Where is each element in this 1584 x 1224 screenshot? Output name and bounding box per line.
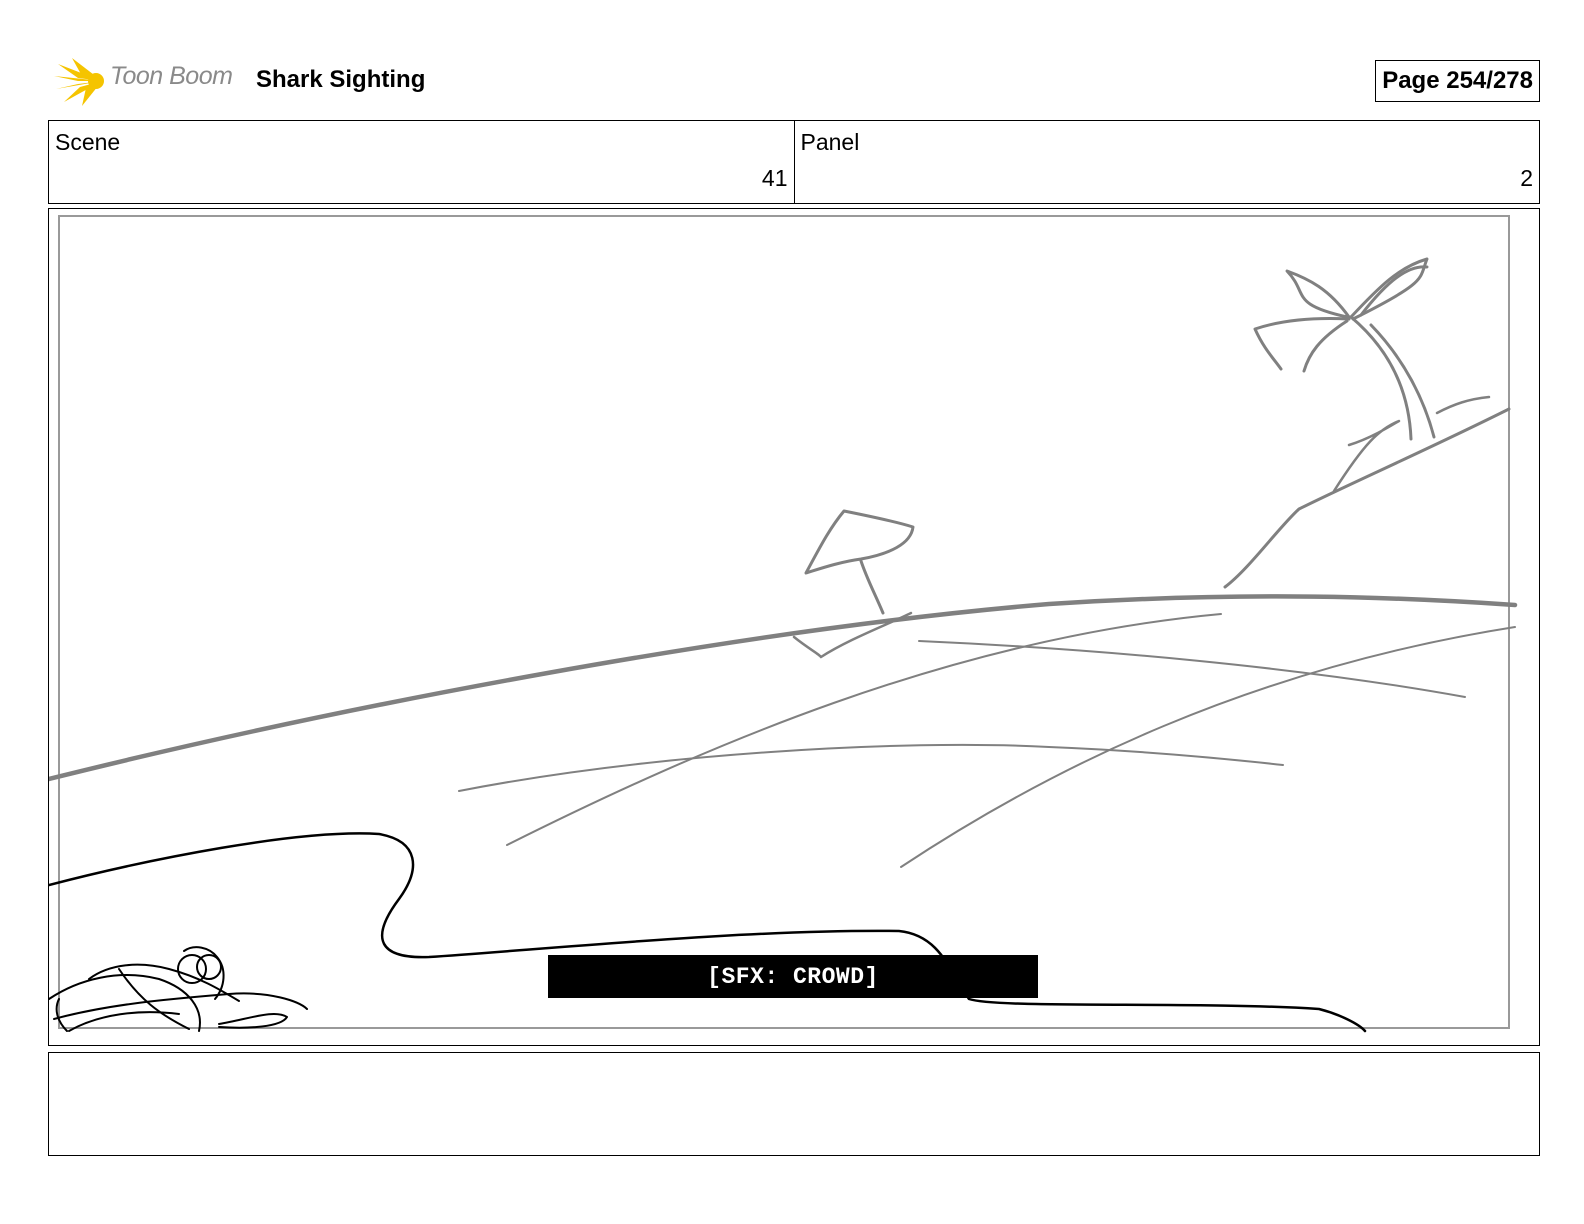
crowd-head: [196, 954, 222, 980]
crowd-sketch: [218, 1013, 288, 1029]
beach-chair: [792, 611, 913, 659]
scene-label: Scene: [55, 129, 121, 155]
crowd-sketch: [55, 998, 68, 1032]
safe-area-frame: [58, 215, 1510, 1029]
palm-frond: [1435, 395, 1491, 415]
palm-frond: [1332, 419, 1401, 493]
sand-line: [458, 743, 1284, 792]
sand-line: [918, 640, 1466, 698]
palm-frond: [1349, 257, 1429, 321]
palm-frond: [1253, 317, 1351, 371]
page-header: Toon Boom Shark Sighting Page 254/278: [48, 52, 1540, 108]
panel-cell: Panel 2: [793, 121, 1540, 203]
project-title: Shark Sighting: [256, 66, 426, 93]
crowd-sketch: [118, 968, 190, 1030]
palm-frond: [1285, 269, 1351, 319]
palm-trunk: [1349, 315, 1413, 441]
sfx-caption: [SFX: CROWD]: [548, 955, 1038, 998]
crowd-head: [177, 954, 207, 984]
crowd-sketch: [53, 992, 308, 1020]
palm-frond: [1302, 319, 1349, 373]
starburst-icon: [54, 58, 104, 106]
storyboard-panel: [SFX: CROWD]: [48, 208, 1540, 1046]
scene-panel-info: Scene 41 Panel 2: [48, 120, 1540, 204]
page-number: Page 254/278: [1375, 60, 1540, 102]
crowd-sketch: [183, 946, 225, 1000]
notes-area: [48, 1052, 1540, 1156]
logo-text: Toon Boom: [110, 62, 233, 90]
crowd-sketch: [49, 974, 201, 1032]
panel-value: 2: [1520, 165, 1533, 191]
wave-line: [49, 832, 1367, 1033]
scene-value: 41: [761, 165, 788, 191]
scene-cell: Scene 41: [49, 121, 794, 203]
crowd-sketch: [68, 1011, 180, 1032]
umbrella-canopy: [804, 509, 915, 575]
toon-boom-logo: Toon Boom: [52, 56, 252, 106]
palm-trunk: [1369, 323, 1436, 439]
panel-label: Panel: [800, 129, 860, 155]
umbrella-pole: [859, 559, 885, 615]
shoreline: [49, 594, 1518, 782]
palm-frond: [1359, 265, 1429, 317]
hill-outline: [1223, 407, 1511, 589]
panel-sketch: [49, 215, 1518, 1033]
sand-line: [900, 626, 1516, 868]
sand-line: [506, 613, 1222, 846]
